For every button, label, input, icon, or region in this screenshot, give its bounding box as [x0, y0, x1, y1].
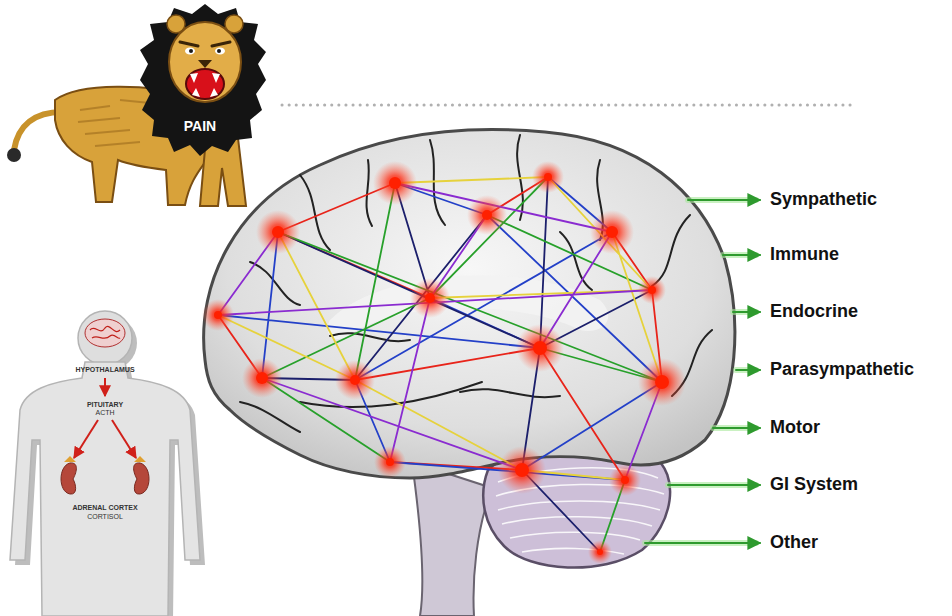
brain-network: [218, 177, 662, 480]
output-arrow: [736, 369, 760, 371]
network-hub: [350, 375, 360, 385]
network-hub: [590, 210, 634, 254]
hpa-figure: [10, 362, 200, 616]
hpa-label: CORTISOL: [87, 513, 123, 521]
hpa-label: PITUITARY: [87, 401, 123, 409]
hpa-figure: [134, 463, 149, 494]
dotted-line: [282, 104, 856, 107]
network-hub: [386, 458, 394, 466]
output-label: Motor: [770, 417, 820, 439]
output-arrow: [645, 200, 756, 543]
network-hub: [515, 463, 529, 477]
network-hub: [202, 299, 234, 331]
brain: [204, 130, 735, 478]
output-label: Immune: [770, 244, 839, 266]
network-hub: [335, 360, 375, 400]
hpa-figure: [85, 319, 125, 347]
network-hub: [655, 375, 669, 389]
output-arrow: [688, 199, 760, 201]
hpa-figure: [112, 420, 136, 458]
hpa-figure: [64, 456, 146, 462]
brain-network: [218, 177, 662, 480]
output-arrow: [713, 427, 760, 429]
pain-lion: [198, 60, 212, 68]
network-hub: [516, 324, 564, 372]
brain: [204, 130, 735, 478]
output-label: Other: [770, 532, 818, 554]
output-arrow: [723, 254, 760, 256]
network-hub: [467, 195, 507, 235]
output-label: GI System: [770, 474, 858, 496]
network-hub: [588, 540, 612, 564]
lion-label: PAIN: [184, 118, 216, 135]
hpa-figure: [78, 311, 132, 365]
hpa-label: HYPOTHALAMUS: [75, 366, 134, 374]
output-label: Parasympathetic: [770, 359, 914, 381]
network-hub: [374, 446, 406, 478]
network-hub: [606, 226, 618, 238]
pain-lion: [190, 73, 220, 97]
pain-lion: [186, 69, 224, 99]
output-arrow: [668, 484, 760, 486]
pain-lion: [140, 4, 266, 156]
network-hub: [597, 549, 603, 555]
output-label: Endocrine: [770, 301, 858, 323]
hpa-figure: [61, 463, 76, 494]
hpa-figure: [74, 420, 98, 458]
pain-lion: [215, 48, 225, 55]
pain-lion: [180, 42, 230, 46]
brain-network: [218, 183, 662, 480]
pain-lion: [7, 148, 21, 162]
network-hub: [272, 226, 284, 238]
brain-stem: [412, 462, 492, 616]
hpa-label: ACTH: [95, 409, 114, 417]
network-hub: [544, 173, 552, 181]
network-hub: [638, 276, 666, 304]
output-label: Sympathetic: [770, 189, 877, 211]
hpa-label: ADRENAL CORTEX: [72, 504, 137, 512]
hpa-figure: [10, 311, 205, 616]
network-hub: [609, 464, 641, 496]
pain-lion: [217, 49, 221, 53]
output-arrow: [733, 311, 760, 313]
network-hub: [373, 161, 417, 205]
pain-lion: [189, 49, 193, 53]
pain-lion: [169, 22, 241, 102]
hpa-figure: [104, 378, 106, 396]
network-hub: [638, 358, 686, 406]
output-arrow: [645, 200, 760, 543]
output-arrow: [645, 542, 760, 544]
hpa-figure: [90, 326, 120, 338]
network-hub: [532, 161, 564, 193]
network-hub: [621, 476, 629, 484]
network-hub: [498, 446, 546, 494]
brain-network: [218, 177, 662, 480]
network-hub: [256, 210, 300, 254]
network-hub: [410, 278, 450, 318]
network-hub: [648, 286, 656, 294]
network-hub: [242, 358, 282, 398]
network-hub: [389, 177, 401, 189]
brain-network: [218, 177, 662, 552]
network-hub: [533, 341, 547, 355]
network-hub: [214, 311, 222, 319]
pain-lion: [7, 4, 266, 206]
network-hub: [202, 161, 686, 564]
pain-lion: [185, 48, 195, 55]
network-hub: [425, 293, 435, 303]
network-hub: [482, 210, 492, 220]
network-hub: [256, 372, 268, 384]
